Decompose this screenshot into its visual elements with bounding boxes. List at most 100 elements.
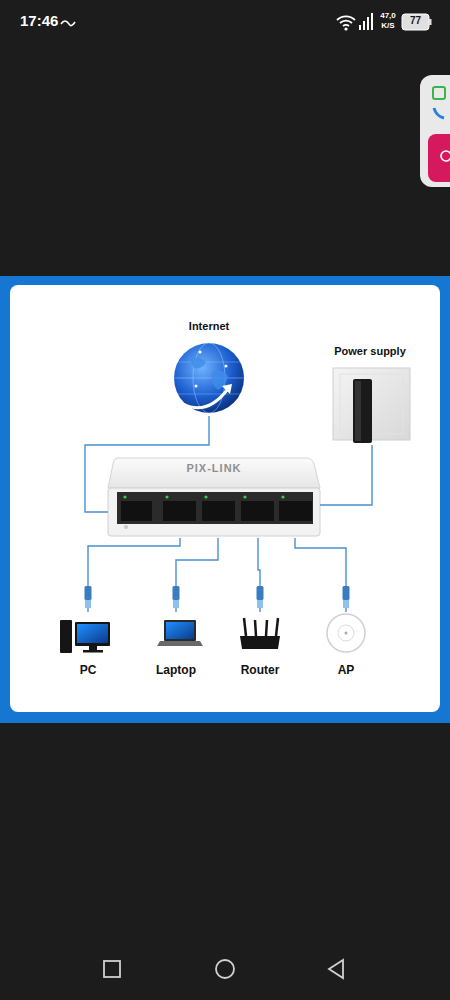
rj45-plug-tip (257, 600, 263, 608)
pc-icon-part (89, 646, 97, 650)
node-label: PIX-LINK (186, 462, 241, 476)
power-adapter (333, 368, 410, 443)
cable-line (295, 538, 346, 612)
network-switch-part (163, 501, 196, 521)
side-widget-part (433, 87, 445, 99)
rj45-plug-tip (343, 600, 349, 608)
pc-icon-part (75, 622, 110, 646)
network-switch-part (123, 495, 126, 498)
side-widget-part (441, 151, 450, 161)
power-adapter-part (355, 381, 361, 441)
status-icons-part (367, 17, 369, 30)
power-adapter-part (353, 379, 372, 443)
ethernet-cable (257, 538, 264, 612)
globe-icon-part (174, 378, 244, 379)
network-switch-part (121, 501, 152, 521)
access-point-icon-part (327, 614, 365, 652)
node-label: Laptop (156, 663, 196, 678)
router-icon-part (276, 618, 278, 636)
ap-node: AP (310, 612, 382, 678)
pc-node: PC (50, 612, 126, 678)
status-icons-part (363, 21, 365, 30)
node-label: AP (338, 663, 355, 678)
node-label: Internet (189, 320, 229, 334)
access-point-icon (327, 614, 365, 652)
status-icons-part (429, 19, 432, 25)
switch-node: PIX-LINK (108, 456, 320, 538)
rj45-plug-tip (85, 600, 91, 608)
battery-level: 77 (402, 15, 429, 26)
navigation-bar-part (0, 940, 450, 1000)
router-icon (240, 618, 280, 649)
side-widget (420, 75, 450, 187)
network-switch-part (243, 495, 246, 498)
pc-icon-part (60, 620, 72, 653)
clock: 17:46 (20, 13, 80, 30)
node-label: PC (80, 663, 97, 678)
navigation-bar-part (329, 960, 343, 978)
access-point-icon-part (338, 625, 354, 641)
cable-line (320, 445, 372, 505)
ethernet-cable (173, 538, 219, 612)
status-icons-part (344, 27, 347, 30)
status-icons-part (359, 25, 361, 30)
navigation-bar (0, 940, 450, 1000)
network-switch-part (117, 492, 313, 524)
network-switch (108, 458, 320, 536)
network-switch-part (202, 501, 235, 521)
rj45-plug (173, 586, 180, 600)
globe-icon-part (225, 365, 228, 368)
router-node: Router (222, 612, 298, 678)
cable-line (176, 538, 218, 612)
speed-value: 47,0 (377, 12, 399, 21)
status-icons-part (371, 13, 373, 30)
rj45-plug-tip (173, 600, 179, 608)
white-card (10, 285, 440, 712)
node-label: Power supply (334, 345, 406, 359)
network-switch-part (165, 495, 168, 498)
side-widget-part (434, 108, 444, 118)
globe-icon (174, 343, 244, 413)
network-switch-part (281, 495, 284, 498)
router-icon-part (266, 620, 267, 636)
status-icons-part (337, 16, 355, 26)
power-supply-node: Power supply (325, 343, 415, 445)
internet-node: Internet (160, 316, 258, 416)
network-switch-part (108, 488, 320, 536)
network-switch-part (204, 495, 207, 498)
status-icons-part (61, 21, 75, 26)
network-switch-part (108, 458, 320, 488)
pc-icon-part (77, 624, 108, 643)
laptop-icon-part (166, 622, 194, 639)
router-icon-part (240, 636, 280, 649)
ethernet-cable (85, 538, 181, 612)
globe-icon-part (195, 385, 198, 388)
rj45-plug (85, 586, 92, 600)
navigation-bar-part (216, 960, 234, 978)
network-switch-part (124, 525, 128, 529)
globe-icon-part (222, 384, 232, 394)
globe-icon-part (178, 362, 240, 394)
globe-icon-part (199, 351, 202, 354)
globe-icon-part (190, 357, 228, 390)
rj45-plug (343, 586, 350, 600)
router-icon-part (255, 620, 256, 636)
speed-unit: K/S (377, 22, 399, 31)
ethernet-cable (320, 445, 372, 505)
laptop-node: Laptop (140, 612, 212, 678)
network-switch-part (279, 501, 312, 521)
laptop-icon (157, 620, 203, 646)
ethernet-cable (295, 538, 350, 612)
pc-icon (60, 620, 110, 653)
side-widget-part (428, 134, 450, 182)
globe-icon-part (183, 390, 227, 408)
router-icon-part (244, 618, 246, 636)
laptop-icon-part (164, 620, 196, 641)
network-switch-part (241, 501, 274, 521)
laptop-icon-part (157, 641, 203, 646)
pc-icon-part (83, 650, 103, 653)
access-point-icon-part (345, 632, 348, 635)
